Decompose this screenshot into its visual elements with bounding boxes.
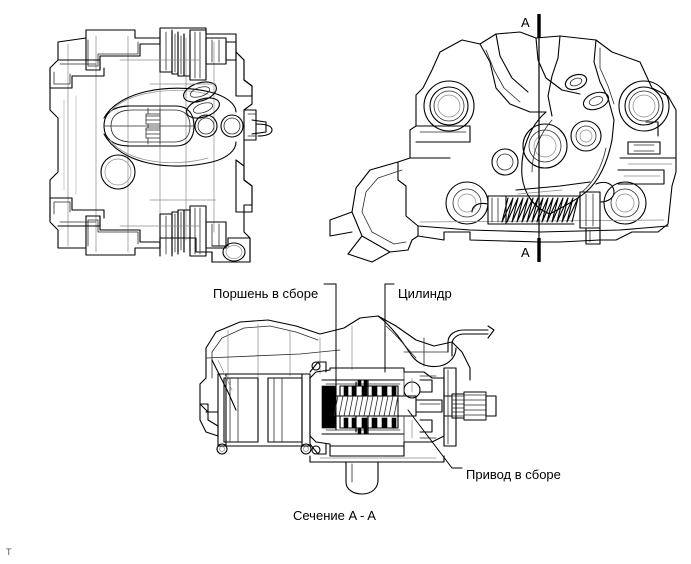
view-caliper-front bbox=[49, 27, 273, 263]
callout-label-actuator: Привод в сборе bbox=[466, 467, 561, 482]
callout-label-piston: Поршень в сборе bbox=[213, 286, 319, 301]
callout-leaders bbox=[323, 283, 463, 469]
section-marker-a-top: A bbox=[521, 15, 530, 30]
section-marker-a-bottom: A bbox=[521, 245, 530, 260]
view-caliper-section bbox=[199, 315, 497, 495]
view-caliper-rear bbox=[329, 31, 677, 263]
threaded-collar bbox=[451, 391, 487, 421]
coil-spring bbox=[499, 195, 581, 225]
figure-caption: Сечение A - A bbox=[293, 508, 376, 523]
callout-label-cylinder: Цилиндр bbox=[398, 286, 452, 301]
threaded-spindle bbox=[333, 395, 399, 417]
corner-mark: T bbox=[6, 547, 12, 557]
